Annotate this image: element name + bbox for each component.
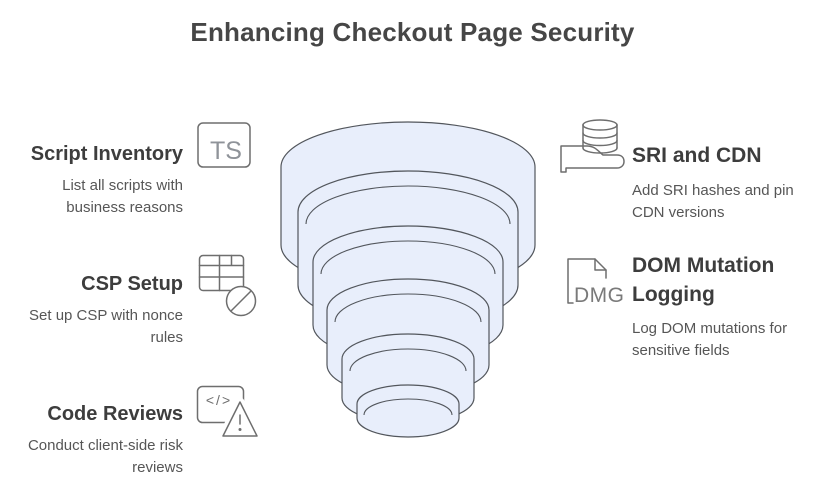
desc-line: reviews bbox=[132, 459, 183, 476]
ts-icon-label: TS bbox=[210, 137, 242, 165]
item-description: Conduct client-side risk reviews bbox=[0, 435, 183, 479]
funnel-layer-6 bbox=[356, 384, 460, 438]
dmg-icon-label: DMG bbox=[574, 284, 625, 307]
desc-line: Set up CSP with nonce bbox=[29, 307, 183, 324]
desc-line: business reasons bbox=[66, 199, 183, 216]
item-description: Log DOM mutations for sensitive fields bbox=[632, 318, 817, 362]
desc-line: CDN versions bbox=[632, 203, 725, 221]
desc-line: rules bbox=[150, 329, 183, 346]
item-heading: CSP Setup bbox=[81, 273, 183, 295]
table-blocked-icon bbox=[198, 254, 257, 317]
item-description: Add SRI hashes and pin CDN versions bbox=[632, 180, 817, 224]
file-outline-icon bbox=[567, 258, 607, 304]
item-dom-mutation-logging: DOM Mutation Logging Log DOM mutations f… bbox=[632, 252, 817, 362]
code-icon-label: </> bbox=[206, 392, 232, 408]
desc-line: Conduct client-side risk bbox=[27, 437, 183, 454]
item-sri-and-cdn: SRI and CDN Add SRI hashes and pin CDN v… bbox=[632, 142, 817, 224]
item-description: List all scripts with business reasons bbox=[0, 175, 183, 219]
item-code-reviews: Code Reviews Conduct client-side risk re… bbox=[0, 402, 183, 479]
desc-line: Log DOM mutations for bbox=[632, 320, 788, 338]
item-heading: Script Inventory bbox=[30, 143, 183, 165]
delivery-hand-icon bbox=[560, 145, 625, 173]
database-icon bbox=[582, 119, 618, 154]
dmg-file-icon: DMG bbox=[567, 258, 625, 307]
item-description: Set up CSP with nonce rules bbox=[0, 305, 183, 349]
item-heading: DOM Mutation Logging bbox=[632, 254, 775, 306]
code-warning-icon: </> bbox=[196, 385, 262, 441]
database-delivery-icon bbox=[560, 119, 625, 173]
ts-badge-icon: TS bbox=[197, 122, 251, 168]
desc-line: List all scripts with bbox=[62, 177, 183, 194]
item-csp-setup: CSP Setup Set up CSP with nonce rules bbox=[0, 272, 183, 349]
desc-line: Add SRI hashes and pin bbox=[632, 181, 794, 199]
desc-line: sensitive fields bbox=[632, 342, 730, 360]
page-title: Enhancing Checkout Page Security bbox=[190, 17, 635, 47]
item-heading: Code Reviews bbox=[47, 403, 183, 425]
item-script-inventory: Script Inventory List all scripts with b… bbox=[0, 142, 183, 219]
funnel-diagram bbox=[280, 121, 536, 438]
item-heading: SRI and CDN bbox=[632, 144, 762, 167]
